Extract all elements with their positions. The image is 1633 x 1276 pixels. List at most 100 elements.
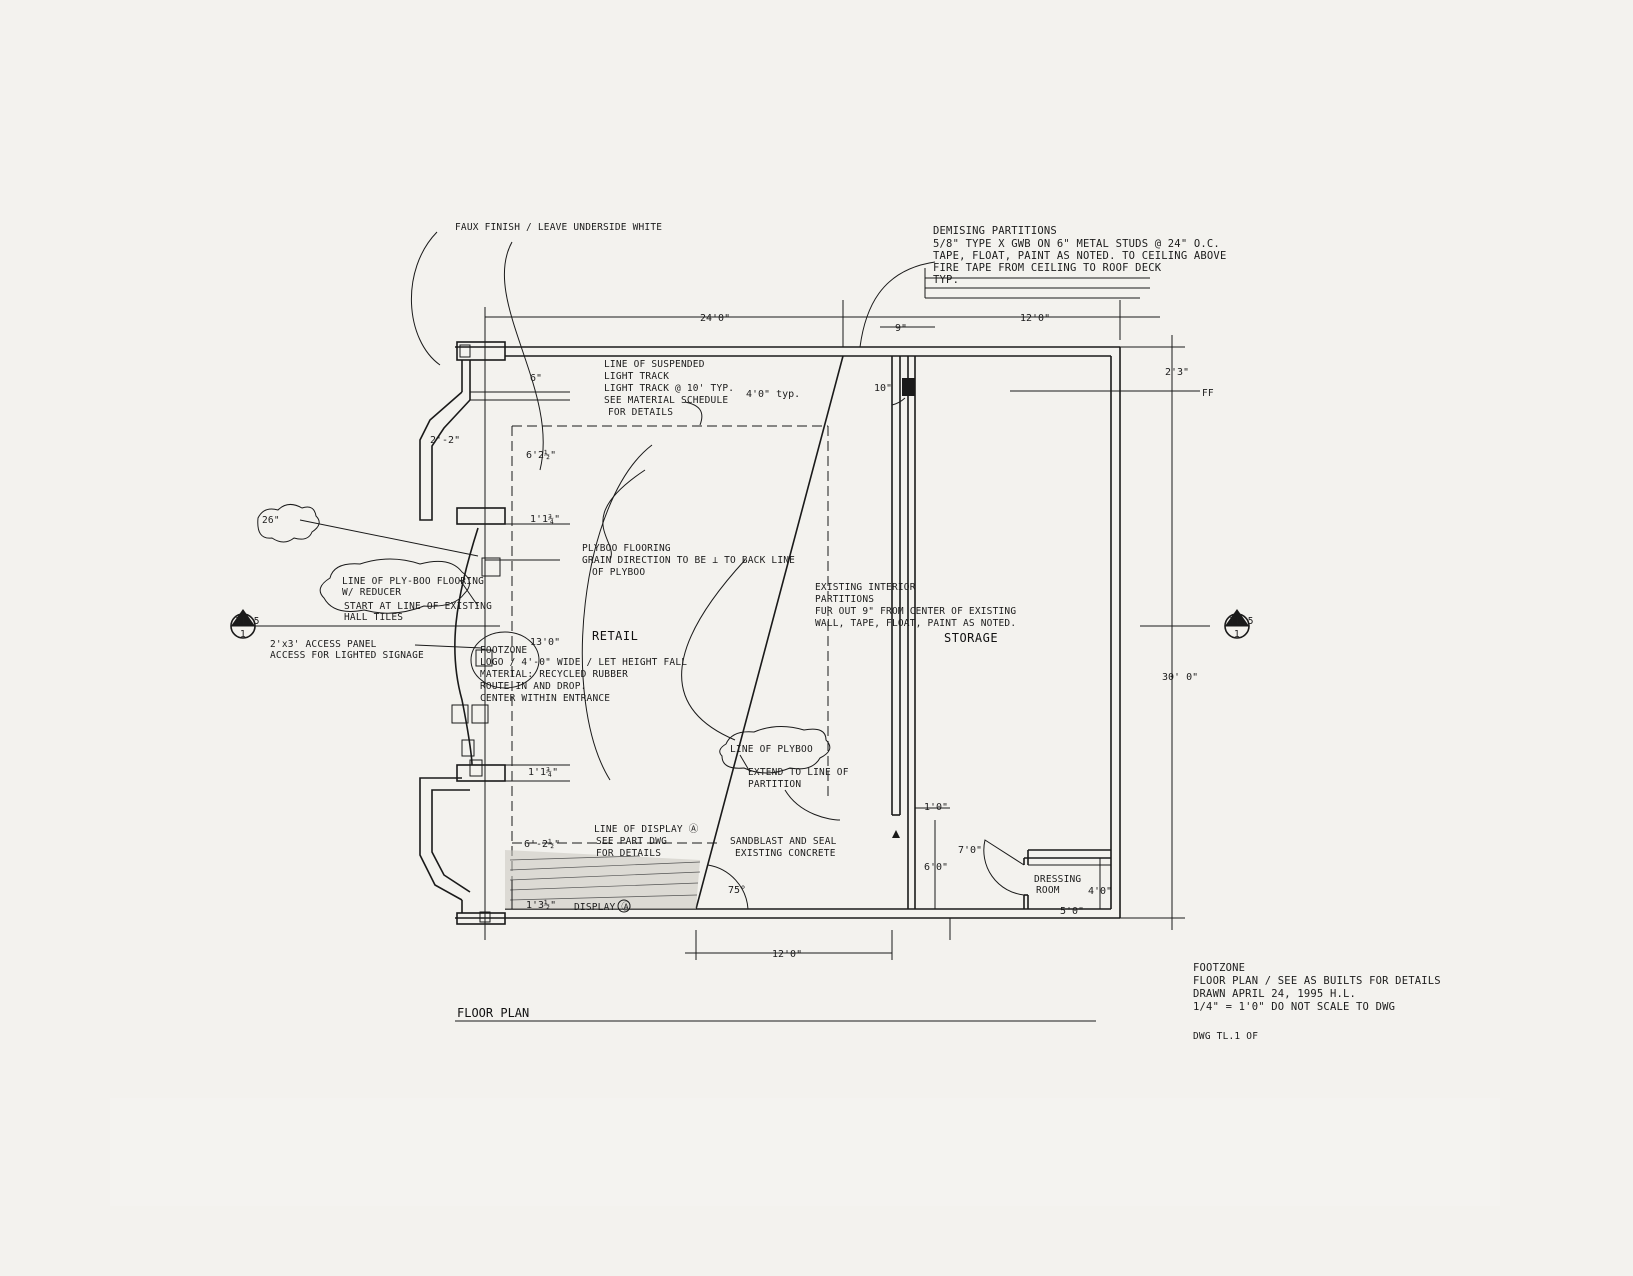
reducer-line-1: LINE OF PLY-BOO FLOORING	[342, 576, 484, 587]
light-track-line-2: LIGHT TRACK	[604, 371, 669, 382]
dressing-room-walls	[983, 839, 1111, 909]
dim-4-0-dressing: 4'0"	[1088, 886, 1112, 897]
callout-faux-finish: FAUX FINISH / LEAVE UNDERSIDE WHITE	[455, 222, 662, 233]
callout-extend-partition: EXTEND TO LINE OF PARTITION	[748, 767, 849, 790]
room-label-dressing-2: ROOM	[1036, 885, 1060, 896]
room-label-display: DISPLAY Ⓐ	[574, 902, 631, 913]
storefront	[419, 341, 506, 925]
title-block-line-2: FLOOR PLAN / SEE AS BUILTS FOR DETAILS	[1193, 975, 1441, 987]
existing-line-3: FUR OUT 9" FROM CENTER OF EXISTING	[815, 606, 1016, 617]
dim-6-2half-top: 6'2½"	[526, 449, 556, 461]
dim-1-3half: 1'3½"	[526, 899, 556, 911]
dim-4-0-typ: 4'0" typ.	[746, 389, 800, 400]
dim-2-2: 2'-2"	[430, 435, 460, 446]
reducer-line-2: W/ REDUCER	[342, 587, 401, 598]
light-track-line-4: SEE MATERIAL SCHEDULE	[604, 395, 728, 406]
callout-line-of-plyboo: LINE OF PLYBOO	[730, 744, 813, 755]
callout-sandblast: SANDBLAST AND SEAL EXISTING CONCRETE	[730, 836, 837, 859]
sandblast-line-2: EXISTING CONCRETE	[735, 848, 836, 859]
callout-footzone-logo: FOOTZONE LOGO / 4'-0" WIDE / LET HEIGHT …	[480, 645, 687, 704]
callout-line-of-display: LINE OF DISPLAY Ⓐ SEE PART DWG FOR DETAI…	[594, 824, 699, 859]
revision-cloud-tag	[257, 504, 320, 543]
dim-1-1-3q-top: 1'1¾"	[530, 513, 560, 525]
display-hatch	[505, 850, 701, 909]
callout-demising-partitions: DEMISING PARTITIONS 5/8" TYPE X GWB ON 6…	[933, 225, 1226, 286]
callout-plyboo-flooring: PLYBOO FLOORING GRAIN DIRECTION TO BE ⊥ …	[582, 543, 795, 578]
demising-line-3: TAPE, FLOAT, PAINT AS NOTED. TO CEILING …	[933, 250, 1226, 262]
dim-6in: 6"	[530, 373, 542, 384]
logo-line-5: CENTER WITHIN ENTRANCE	[480, 693, 610, 704]
section-marker-left: TL.5 1	[230, 609, 260, 640]
callout-ff-tag: FF	[1202, 388, 1214, 399]
logo-circle	[470, 631, 540, 689]
demising-line-1: DEMISING PARTITIONS	[933, 225, 1057, 237]
title-block-line-1: FOOTZONE	[1193, 962, 1245, 974]
plyboo-line-2: GRAIN DIRECTION TO BE ⊥ TO BACK LINE	[582, 555, 795, 566]
title-block-line-4: 1/4" = 1'0" DO NOT SCALE TO DWG	[1193, 1001, 1395, 1013]
display-line-2: SEE PART DWG	[596, 836, 667, 847]
dim-6-0: 6'0"	[924, 862, 948, 873]
title-block-line-3: DRAWN APRIL 24, 1995 H.L.	[1193, 988, 1356, 1000]
access-panel-line-2: ACCESS FOR LIGHTED SIGNAGE	[270, 650, 424, 661]
display-line-3: FOR DETAILS	[596, 848, 661, 859]
existing-line-4: WALL, TAPE, FLOAT, PAINT AS NOTED.	[815, 618, 1016, 629]
existing-line-1: EXISTING INTERIOR	[815, 582, 916, 593]
plyboo-line-3: OF PLYBOO	[592, 567, 645, 578]
hall-tiles-line-1: START AT LINE OF EXISTING	[344, 601, 492, 612]
dimension-lines	[255, 300, 1210, 960]
extend-line-2: PARTITION	[748, 779, 801, 790]
dim-13-0: 13'0"	[530, 637, 560, 648]
dim-1-1-3q-bot: 1'1¾"	[528, 766, 558, 778]
room-label-retail: RETAIL	[592, 629, 638, 643]
display-line-1: LINE OF DISPLAY Ⓐ	[594, 824, 699, 835]
dim-1-0: 1'0"	[924, 802, 948, 813]
section-marker-right-bottom: 1	[1234, 629, 1240, 640]
dim-bottom-width: 12'0"	[772, 949, 802, 960]
dim-5-0-dressing: 5'0"	[1060, 906, 1084, 917]
title-block: FOOTZONE FLOOR PLAN / SEE AS BUILTS FOR …	[1193, 962, 1441, 1042]
callout-access-panel: 2'x3' ACCESS PANEL ACCESS FOR LIGHTED SI…	[270, 639, 424, 661]
dim-6-2half-bot: 6'-2½"	[524, 838, 560, 850]
title-block-dwg: DWG TL.1 OF	[1193, 1031, 1258, 1042]
exterior-walls	[455, 346, 1121, 919]
logo-line-2: LOGO / 4'-0" WIDE / LET HEIGHT FALL	[480, 657, 687, 668]
dim-10in: 10"	[874, 383, 892, 394]
demising-line-4: FIRE TAPE FROM CEILING TO ROOF DECK	[933, 262, 1162, 274]
light-track-line-1: LINE OF SUSPENDED	[604, 359, 705, 370]
section-marker-left-top: TL.5	[236, 616, 260, 627]
dim-overall-width: 24'0"	[700, 313, 730, 324]
dashed-lines	[511, 425, 829, 880]
revision-cloud-plyboo	[719, 726, 831, 774]
room-label-dressing-1: DRESSING	[1034, 874, 1081, 885]
access-panel-line-1: 2'x3' ACCESS PANEL	[270, 639, 377, 650]
dim-75deg: 75°	[728, 885, 746, 896]
existing-line-2: PARTITIONS	[815, 594, 874, 605]
logo-line-3: MATERIAL: RECYCLED RUBBER	[480, 669, 628, 680]
dim-7-0: 7'0"	[958, 845, 982, 856]
extend-line-1: EXTEND TO LINE OF	[748, 767, 849, 778]
revision-cloud-reducer	[319, 558, 470, 614]
sandblast-line-1: SANDBLAST AND SEAL	[730, 836, 837, 847]
light-track-line-5: FOR DETAILS	[608, 407, 673, 418]
section-marker-right: TL.5 1	[1224, 609, 1254, 640]
demising-line-5: TYP.	[933, 274, 959, 286]
plyboo-diagonal-line	[695, 355, 844, 910]
dim-partition-thickness: 9"	[895, 323, 907, 334]
section-marker-right-top: TL.5	[1230, 616, 1254, 627]
room-label-storage: STORAGE	[944, 631, 998, 645]
callout-existing-partitions: EXISTING INTERIOR PARTITIONS FUR OUT 9" …	[815, 582, 1016, 629]
callout-plyboo-reducer: LINE OF PLY-BOO FLOORING W/ REDUCER	[342, 576, 484, 598]
dim-right-2-3: 2'3"	[1165, 367, 1189, 378]
dim-storage-width: 12'0"	[1020, 313, 1050, 324]
light-track-line-3: LIGHT TRACK @ 10' TYP.	[604, 383, 734, 394]
callout-cloud-tag: 26"	[262, 515, 280, 526]
logo-line-4: ROUTE IN AND DROP.	[480, 681, 587, 692]
blank-paper-band	[110, 1098, 1500, 1206]
plyboo-line-1: PLYBOO FLOORING	[582, 543, 671, 554]
leader-lines	[299, 231, 1150, 821]
callout-hall-tiles: START AT LINE OF EXISTING HALL TILES	[344, 601, 492, 623]
callout-light-track: LINE OF SUSPENDED LIGHT TRACK LIGHT TRAC…	[604, 359, 734, 418]
demising-line-2: 5/8" TYPE X GWB ON 6" METAL STUDS @ 24" …	[933, 238, 1220, 250]
